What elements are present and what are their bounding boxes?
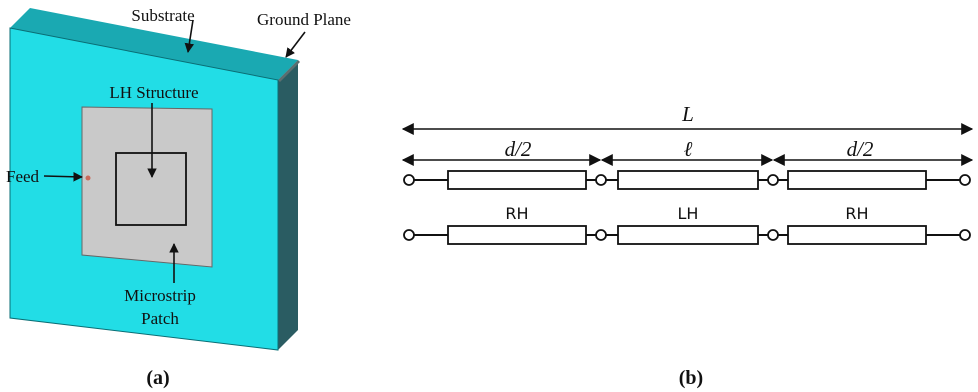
port-node: [403, 229, 415, 241]
feed-point: [85, 175, 91, 181]
segment-left-label: RH: [505, 204, 528, 223]
panel-a-antenna: Substrate Ground Plane LH Structure Feed…: [6, 6, 351, 389]
lh-structure-rect: [115, 152, 187, 226]
segment-right: [787, 170, 927, 190]
lh-structure-label: LH Structure: [109, 83, 198, 102]
port-node: [595, 174, 607, 186]
panel-b-circuit: L d/2 ℓ d/2 RH LH RH: [401, 102, 974, 389]
dimension-right-label: d/2: [847, 137, 874, 161]
substrate-top-edge: [10, 8, 298, 80]
segment-middle: [617, 225, 759, 245]
ground-plane-side: [278, 60, 298, 350]
dimension-left-label: d/2: [505, 137, 532, 161]
microstrip-label: Microstrip: [124, 286, 196, 305]
segment-right: [787, 225, 927, 245]
port-node: [959, 174, 971, 186]
caption-b: (b): [679, 367, 703, 389]
dimension-L-label: L: [681, 102, 694, 126]
line-row-bottom: [403, 225, 971, 245]
line-row-top: [403, 170, 971, 190]
segment-middle-label: LH: [678, 204, 699, 223]
segment-left: [447, 170, 587, 190]
ground-plane-arrow: [285, 31, 306, 58]
patch-label: Patch: [141, 309, 179, 328]
port-node: [595, 229, 607, 241]
microstrip-patch: [81, 106, 213, 268]
ground-plane-label: Ground Plane: [257, 10, 351, 29]
port-node: [959, 229, 971, 241]
dimension-middle-label: ℓ: [684, 137, 693, 161]
feed-arrow: [43, 171, 83, 182]
port-node: [767, 229, 779, 241]
feed-label: Feed: [6, 167, 40, 186]
substrate-arrow: [184, 19, 195, 53]
port-node: [403, 174, 415, 186]
ground-plane-edge: [278, 60, 300, 82]
segment-middle: [617, 170, 759, 190]
substrate-label: Substrate: [131, 6, 194, 25]
segment-right-label: RH: [845, 204, 868, 223]
caption-a: (a): [146, 367, 169, 389]
segment-left: [447, 225, 587, 245]
port-node: [767, 174, 779, 186]
